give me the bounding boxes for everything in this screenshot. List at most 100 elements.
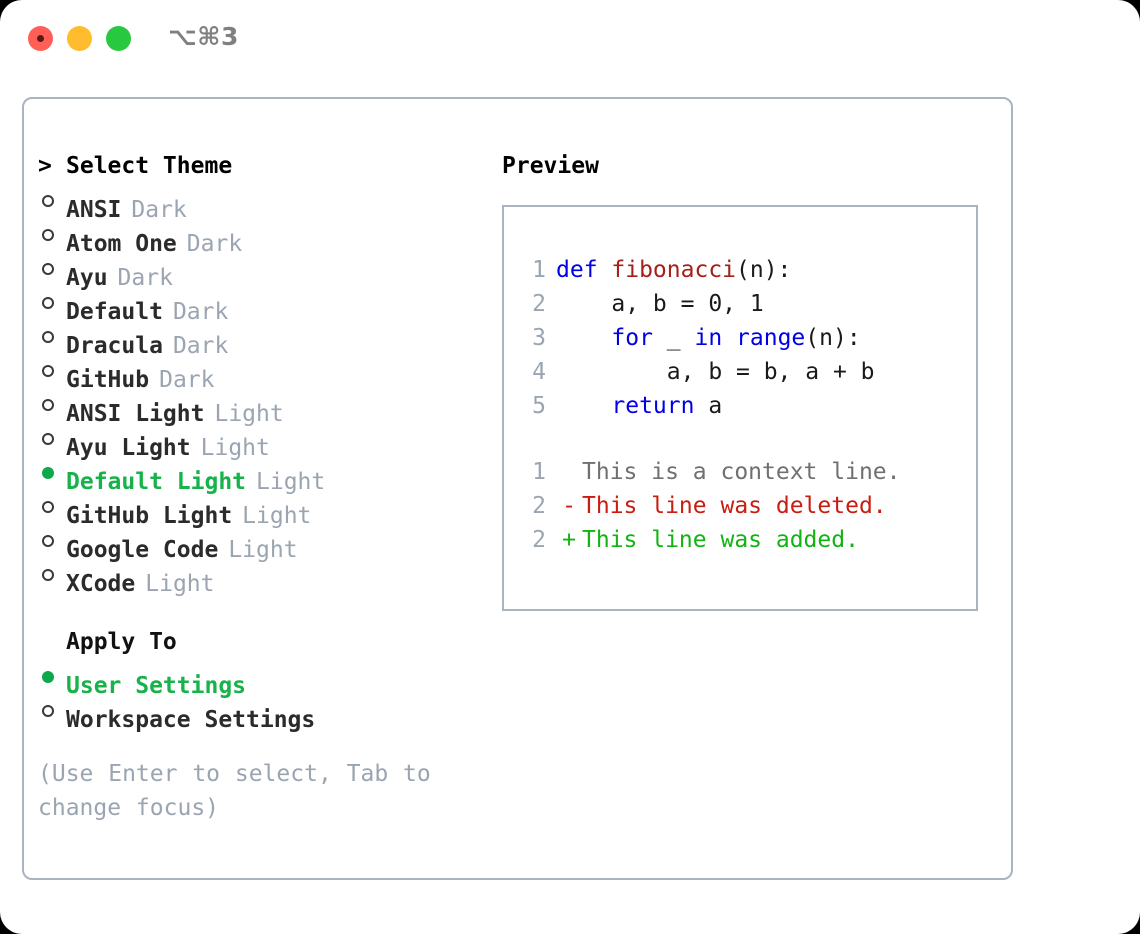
radio-unselected-icon[interactable] [38,217,66,251]
diff-line-text: This line was added. [582,527,859,553]
minimize-window-icon[interactable] [67,26,92,51]
theme-category-label: Light [228,537,298,563]
radio-unselected-icon[interactable] [38,523,66,557]
theme-name: Atom One [66,231,177,257]
radio-unselected-icon[interactable] [38,319,66,353]
radio-unselected-icon[interactable] [38,251,66,285]
code-line: 4 a, b = b, a + b [516,355,968,389]
radio-unselected-icon[interactable] [38,421,66,455]
radio-dot [42,365,54,377]
radio-dot [42,331,54,343]
diff-sign [556,455,582,489]
code-line: 5 return a [516,389,968,423]
theme-category-label: Light [256,469,326,495]
radio-unselected-icon[interactable] [38,183,66,217]
code-line-text: a, b = 0, 1 [556,287,763,321]
theme-name: Google Code [66,537,219,563]
theme-category-label: Dark [172,299,229,325]
radio-dot [42,569,54,581]
theme-list-item[interactable]: Atom One Dark [38,217,478,257]
theme-name: Ayu [66,265,108,291]
radio-unselected-icon[interactable] [38,285,66,319]
preview-title: Preview [502,153,599,179]
radio-selected-icon[interactable] [38,659,66,693]
radio-unselected-icon[interactable] [38,387,66,421]
theme-category-label: Dark [186,231,243,257]
apply-to-option[interactable]: Workspace Settings [38,693,478,733]
theme-list-item[interactable]: Google Code Light [38,523,478,563]
radio-dot [42,535,54,547]
code-token [722,325,736,351]
theme-name: XCode [66,571,136,597]
radio-unselected-icon[interactable] [38,557,66,591]
code-line-text: return a [556,389,722,423]
close-window-icon[interactable] [28,26,53,51]
diff-line: 1 This is a context line. [516,455,968,489]
radio-dot [42,501,54,513]
theme-name: ANSI [66,197,122,223]
radio-selected-icon[interactable] [38,455,66,489]
radio-dot [42,399,54,411]
diff-line-number: 1 [532,459,546,485]
code-line-number: 2 [532,291,546,317]
radio-unselected-icon[interactable] [38,353,66,387]
theme-name: GitHub Light [66,503,233,529]
radio-dot [42,467,54,479]
apply-to-label: Apply To [66,629,177,655]
code-token: return [611,393,695,419]
radio-dot [42,671,54,683]
radio-dot [42,263,54,275]
code-token [556,325,611,351]
code-line-text: def fibonacci(n): [556,253,791,287]
diff-line-text: This is a context line. [582,459,901,485]
theme-name: GitHub [66,367,150,393]
radio-dot [42,297,54,309]
apply-to-option[interactable]: User Settings [38,659,478,699]
code-line: 2 a, b = 0, 1 [516,287,968,321]
code-token: range [736,325,806,351]
maximize-window-icon[interactable] [106,26,131,51]
code-line-number: 4 [532,359,546,385]
radio-unselected-icon[interactable] [38,489,66,523]
apply-to-option-label: Workspace Settings [66,707,316,733]
keyboard-hint-text: (Use Enter to select, Tab to change focu… [38,761,431,821]
radio-dot [42,705,54,717]
traffic-light-buttons [28,26,131,51]
code-token: for [611,325,653,351]
theme-list-item[interactable]: Ayu Dark [38,251,478,291]
diff-line-text: This line was deleted. [582,493,887,519]
radio-unselected-icon[interactable] [38,693,66,727]
theme-category-label: Light [200,435,270,461]
apply-to-option-label: User Settings [66,673,247,699]
select-theme-header: > Select Theme [38,149,478,183]
diff-sample: 1 This is a context line.2-This line was… [516,455,968,557]
code-line-text: a, b = b, a + b [556,355,875,389]
radio-dot [42,229,54,241]
code-line-number: 3 [532,325,546,351]
diff-sign: - [562,493,576,519]
diff-line: 2-This line was deleted. [516,489,968,523]
code-line-text: for _ in range(n): [556,321,860,355]
keyboard-shortcut-label: ⌥⌘3 [168,22,239,51]
radio-dot [42,195,54,207]
code-token: a, b = b, a + b [556,359,875,385]
code-token: fibonacci [611,257,737,283]
theme-category-label: Dark [117,265,173,291]
